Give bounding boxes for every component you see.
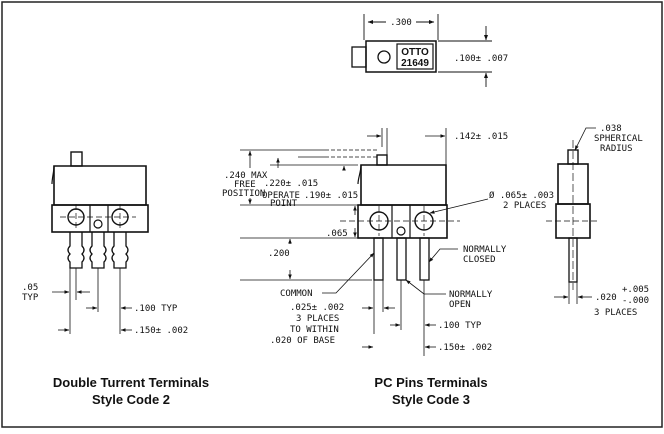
top-height-dim: .100± .007 [454, 54, 508, 64]
dim-radius-spherical: SPHERICAL [594, 134, 643, 144]
label-common: COMMON [280, 289, 313, 299]
label-normally-closed-2: CLOSED [463, 255, 496, 265]
left-caption-2: Style Code 2 [92, 392, 170, 407]
dim-190: .190± .015 [304, 191, 358, 201]
dim-020: .020 [595, 293, 617, 303]
dim-142: .142± .015 [454, 132, 508, 142]
dim-radius-val: .038 [600, 124, 622, 134]
left-dim-05-typ: TYP [22, 293, 39, 303]
dim-020-minus: -.000 [622, 296, 649, 306]
left-actuator [70, 151, 83, 167]
left-view: .05 TYP .100 TYP .150± .002 Double Turre… [22, 151, 209, 407]
left-base [51, 204, 149, 233]
dim-hole-places: 2 PLACES [503, 201, 546, 211]
dim-025-places: 3 PLACES [296, 314, 339, 324]
dim-center-150: .150± .002 [438, 343, 492, 353]
dim-240-position: POSITION [222, 189, 265, 199]
dim-240-free: FREE [234, 180, 256, 190]
left-dim-150: .150± .002 [134, 326, 188, 336]
dim-025-base: .020 OF BASE [270, 336, 335, 346]
dim-025: .025± .002 [290, 303, 344, 313]
center-actuator [376, 154, 388, 166]
dim-center-100: .100 TYP [438, 321, 482, 331]
dim-025-within: TO WITHIN [290, 325, 339, 335]
top-view: OTTO 21649 .300 .100± .007 [351, 14, 508, 87]
dim-hole: Ø .065± .003 [489, 190, 554, 201]
center-view: .240 MAX FREE POSITION .220± .015 OPERAT… [222, 128, 554, 407]
label-normally-open-2: OPEN [449, 300, 471, 310]
brand-text: OTTO [401, 47, 429, 58]
center-caption-2: Style Code 3 [392, 392, 470, 407]
dim-operate-point: POINT [270, 199, 298, 209]
dim-200: .200 [268, 249, 290, 259]
left-dim-05: .05 [22, 283, 38, 293]
dim-radius-radius: RADIUS [600, 144, 633, 154]
label-normally-closed-1: NORMALLY [463, 245, 507, 255]
left-caption-1: Double Turrent Terminals [53, 375, 209, 390]
label-normally-open-1: NORMALLY [449, 290, 493, 300]
center-caption-1: PC Pins Terminals [374, 375, 487, 390]
top-hole [377, 50, 391, 64]
dim-020-plus: +.005 [622, 285, 649, 295]
top-width-dim: .300 [390, 18, 412, 28]
label-box [396, 43, 434, 70]
dim-240-max: .240 MAX [224, 171, 268, 181]
top-tab [351, 46, 367, 68]
dim-220: .220± .015 [264, 179, 318, 189]
right-view: .038 SPHERICAL RADIUS .020 +.005 -.000 3… [546, 124, 649, 318]
dim-operate: OPERATE [262, 191, 300, 201]
dim-020-places: 3 PLACES [594, 308, 637, 318]
part-number-text: 21649 [401, 58, 429, 69]
dim-065: .065 [326, 229, 348, 239]
left-dim-100: .100 TYP [134, 304, 178, 314]
